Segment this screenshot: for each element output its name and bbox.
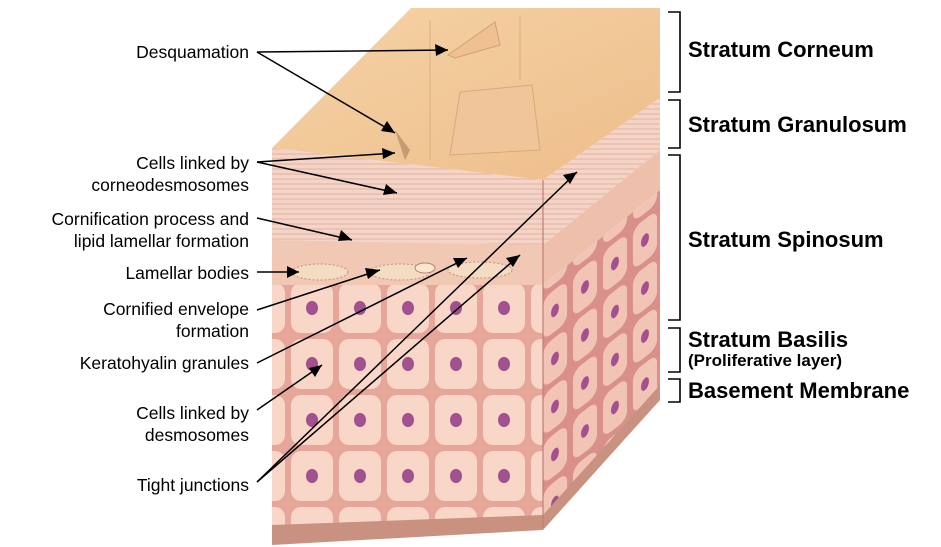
label-desmosomes: Cells linked by desmosomes (136, 402, 249, 446)
label-desmosomes-line2: desmosomes (136, 424, 249, 446)
label-desmosomes-line1: Cells linked by (136, 402, 249, 424)
label-lamellar-bodies-text: Lamellar bodies (125, 262, 249, 284)
layer-stratum-basilis-subtitle: (Proliferative layer) (688, 351, 842, 371)
label-cornified-envelope: Cornified envelope formation (103, 298, 249, 342)
label-corneodesmosomes: Cells linked by corneodesmosomes (91, 152, 249, 196)
label-desquamation-text: Desquamation (136, 41, 249, 63)
label-keratohyalin-text: Keratohyalin granules (80, 352, 249, 374)
label-corneodesmosomes-line2: corneodesmosomes (91, 174, 249, 196)
label-desquamation: Desquamation (136, 41, 249, 63)
layer-stratum-basilis: Stratum Basilis (688, 328, 848, 352)
label-tight-junctions: Tight junctions (137, 474, 249, 496)
layer-stratum-granulosum: Stratum Granulosum (688, 113, 907, 137)
label-cornification: Cornification process and lipid lamellar… (52, 208, 249, 252)
label-cornification-line2: lipid lamellar formation (52, 230, 249, 252)
layer-brackets (668, 12, 680, 402)
label-cornified-envelope-line2: formation (103, 320, 249, 342)
label-lamellar-bodies: Lamellar bodies (125, 262, 249, 284)
label-corneodesmosomes-line1: Cells linked by (91, 152, 249, 174)
desquamating-scale (450, 85, 540, 155)
layer-basement-membrane: Basement Membrane (688, 379, 909, 403)
label-tight-junctions-text: Tight junctions (137, 474, 249, 496)
layer-stratum-spinosum: Stratum Spinosum (688, 228, 884, 252)
cell-layers-front (272, 285, 543, 540)
label-cornification-line1: Cornification process and (52, 208, 249, 230)
label-keratohyalin: Keratohyalin granules (80, 352, 249, 374)
label-cornified-envelope-line1: Cornified envelope (103, 298, 249, 320)
layer-stratum-corneum: Stratum Corneum (688, 38, 874, 62)
